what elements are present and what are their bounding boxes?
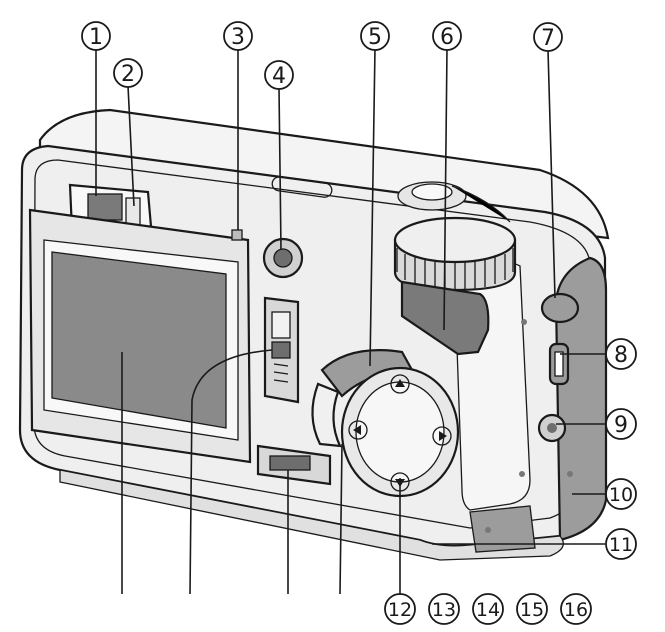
control-pad[interactable] xyxy=(340,366,460,498)
bottom-lip xyxy=(59,469,564,561)
callout-13: 13 xyxy=(428,593,460,625)
leader-4 xyxy=(278,87,282,251)
leader-16 xyxy=(339,443,343,595)
bottom-right-part xyxy=(469,505,536,553)
callout-12: 12 xyxy=(384,593,416,625)
callout-9: 9 xyxy=(605,408,637,440)
callout-10: 10 xyxy=(605,478,637,510)
svg-text:2: 2 xyxy=(121,62,135,87)
svg-text:8: 8 xyxy=(614,343,628,368)
callout-4: 4 xyxy=(264,60,294,90)
menu-button[interactable] xyxy=(320,349,414,398)
mode-dial[interactable] xyxy=(393,216,517,292)
pad-left-icon[interactable] xyxy=(348,420,368,440)
lcd-screen xyxy=(51,251,227,429)
leader-5 xyxy=(369,47,376,367)
bottom-switch[interactable] xyxy=(256,444,332,486)
svg-text:4: 4 xyxy=(272,64,286,89)
top-details xyxy=(271,176,511,223)
screw-4 xyxy=(485,527,491,533)
pad-up-icon[interactable] xyxy=(390,374,410,394)
callout-11: 11 xyxy=(605,528,637,560)
screw-1 xyxy=(521,319,527,325)
svg-text:13: 13 xyxy=(432,599,456,621)
svg-text:14: 14 xyxy=(476,599,500,621)
side-grip xyxy=(554,256,608,542)
callout-6: 6 xyxy=(432,21,462,51)
top-logo-mark xyxy=(271,176,333,198)
svg-text:16: 16 xyxy=(564,599,588,621)
round-button[interactable] xyxy=(262,237,304,279)
display-button[interactable] xyxy=(311,382,342,448)
svg-text:9: 9 xyxy=(614,413,628,438)
callout-15: 15 xyxy=(516,593,548,625)
svg-text:1: 1 xyxy=(89,25,103,50)
leader-2 xyxy=(127,85,135,207)
screw-2 xyxy=(519,471,525,477)
svg-text:6: 6 xyxy=(440,25,454,50)
svg-text:7: 7 xyxy=(541,26,555,51)
svg-text:3: 3 xyxy=(231,25,245,50)
leader-7 xyxy=(547,49,556,299)
callout-7: 7 xyxy=(533,22,563,52)
svg-text:15: 15 xyxy=(520,599,544,621)
svg-text:11: 11 xyxy=(609,534,633,556)
leader-6 xyxy=(443,47,448,331)
callout-8: 8 xyxy=(605,338,637,370)
svg-text:10: 10 xyxy=(609,484,633,506)
slide-switch[interactable] xyxy=(263,296,300,404)
indicator-lamp xyxy=(231,229,243,241)
svg-text:12: 12 xyxy=(388,599,412,621)
leader-14 xyxy=(189,349,273,595)
viewfinder-lamp xyxy=(125,197,141,227)
callout-5: 5 xyxy=(360,21,390,51)
leader-lines xyxy=(95,47,605,595)
svg-text:5: 5 xyxy=(368,25,382,50)
pad-right-icon[interactable] xyxy=(432,426,452,446)
lcd-monitor xyxy=(28,208,252,464)
callout-16: 16 xyxy=(560,593,592,625)
viewfinder-window xyxy=(87,193,123,221)
shutter-button[interactable] xyxy=(411,183,453,201)
callout-1: 1 xyxy=(81,21,111,51)
zoom-lever[interactable] xyxy=(400,280,490,356)
screw-3 xyxy=(567,471,573,477)
callout-3: 3 xyxy=(223,21,253,51)
strap-lug xyxy=(540,292,580,324)
strap-loop xyxy=(451,185,511,223)
callout-2: 2 xyxy=(113,58,143,88)
callout-14: 14 xyxy=(472,593,504,625)
